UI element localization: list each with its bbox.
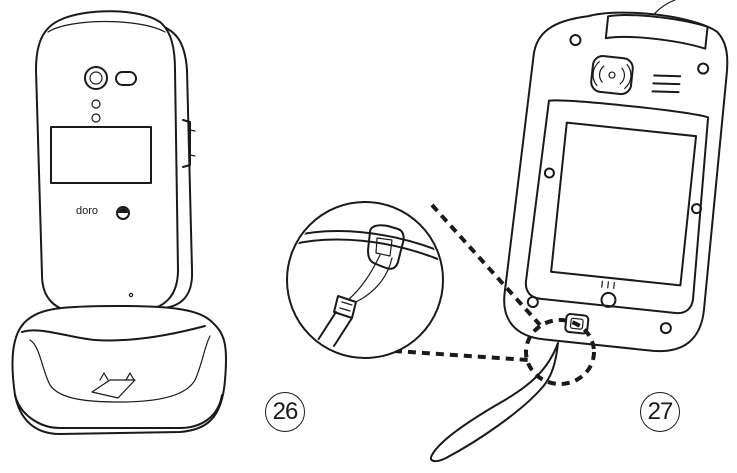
figure-number-26: 26	[265, 392, 305, 432]
phone-back-view	[36, 11, 195, 312]
charging-cradle	[12, 306, 226, 434]
figure-number-27: 27	[640, 392, 680, 432]
magnified-detail	[285, 202, 450, 358]
lanyard-strap	[431, 343, 558, 461]
phone-rear-battery-view	[500, 2, 734, 356]
callout-line-bottom	[380, 350, 528, 360]
brand-text: doro	[76, 205, 98, 217]
